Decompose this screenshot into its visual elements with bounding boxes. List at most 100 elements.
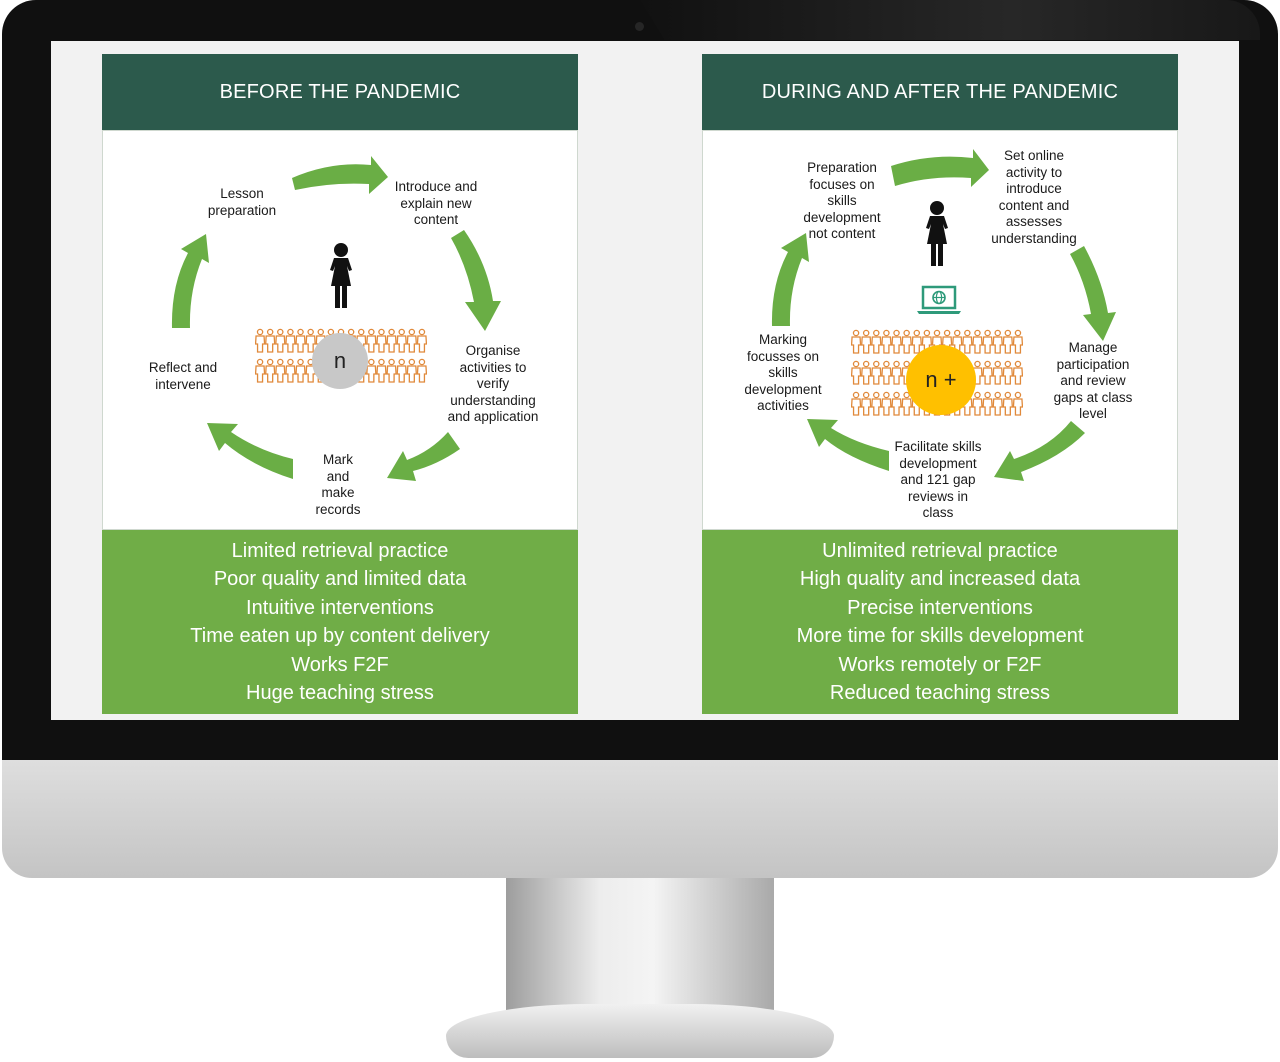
student-icon: [264, 328, 276, 353]
benefit-item: Works remotely or F2F: [838, 653, 1042, 676]
benefit-item: Works F2F: [291, 653, 389, 676]
cycle-step-mark-records: Mark and make records: [315, 452, 361, 517]
student-icon: [982, 391, 993, 416]
student-icon: [871, 329, 882, 354]
before-benefits: Limited retrieval practice Poor quality …: [102, 530, 578, 714]
cycle-arrow-icon: [807, 419, 889, 471]
benefit-item: Limited retrieval practice: [231, 539, 449, 562]
student-icon: [285, 328, 296, 353]
after-cycle-diagram: n + Preparation focuses on skills develo…: [702, 130, 1178, 530]
cycle-arrow-icon: [171, 234, 209, 328]
cycle-step-introduce-content: Introduce and explain new content: [394, 179, 478, 227]
benefit-item: High quality and increased data: [799, 568, 1081, 590]
cycle-step-reflect-intervene: Reflect and intervene: [148, 360, 218, 392]
cycle-arrow-icon: [891, 149, 989, 187]
student-icon: [871, 360, 882, 385]
after-title: DURING AND AFTER THE PANDEMIC: [702, 54, 1178, 130]
student-icon: [891, 329, 902, 354]
student-icon: [871, 391, 882, 416]
laptop-globe-icon: [917, 285, 961, 314]
student-icon: [1002, 329, 1014, 354]
student-group: [254, 327, 428, 391]
student-icon: [860, 360, 872, 385]
student-icon: [891, 360, 902, 385]
monitor-chin: [2, 760, 1278, 878]
student-icon: [972, 391, 983, 416]
benefit-item: More time for skills development: [796, 625, 1084, 647]
student-icon: [406, 358, 418, 383]
student-icon: [992, 391, 1003, 416]
student-icon: [850, 391, 862, 416]
student-icon: [406, 328, 418, 353]
student-icon: [376, 358, 387, 383]
cycle-arrow-icon: [994, 421, 1085, 481]
student-icon: [285, 358, 296, 383]
student-icon: [901, 329, 912, 354]
student-icon: [992, 360, 1003, 385]
student-icon: [881, 329, 892, 354]
before-panel: BEFORE THE PANDEMIC n Lesson preparation…: [102, 54, 578, 714]
student-icon: [386, 328, 397, 353]
student-icon: [366, 358, 377, 383]
benefit-item: Poor quality and limited data: [213, 568, 467, 590]
student-icon: [366, 328, 377, 353]
student-icon: [376, 328, 387, 353]
camera-icon: [635, 22, 644, 31]
monitor-screen: BEFORE THE PANDEMIC n Lesson preparation…: [51, 41, 1239, 720]
student-icon: [416, 358, 428, 383]
cycle-arrow-icon: [292, 156, 388, 194]
benefit-item: Precise interventions: [847, 596, 1033, 619]
student-icon: [860, 391, 872, 416]
participation-badge: n +: [906, 345, 976, 415]
student-icon: [911, 329, 922, 354]
participation-badge: n: [312, 333, 368, 389]
benefit-item: Time eaten up by content delivery: [190, 625, 490, 647]
student-icon: [254, 328, 266, 353]
student-icon: [386, 358, 397, 383]
teacher-icon: [926, 201, 948, 266]
student-icon: [972, 329, 983, 354]
student-icon: [850, 360, 862, 385]
after-panel: DURING AND AFTER THE PANDEMIC: [702, 54, 1178, 714]
cycle-arrow-icon: [387, 432, 460, 481]
student-icon: [1012, 329, 1024, 354]
student-icon: [264, 358, 276, 383]
student-icon: [850, 329, 862, 354]
cycle-step-organise-activities: Organise activities to verify understand…: [447, 343, 539, 424]
student-icon: [396, 328, 407, 353]
student-icon: [295, 358, 306, 383]
before-cycle-arrows: [171, 156, 501, 481]
student-group: [850, 328, 1024, 424]
monitor-stand-neck: [506, 878, 774, 1018]
student-icon: [982, 360, 993, 385]
student-icon: [295, 328, 306, 353]
student-icon: [891, 391, 902, 416]
student-icon: [275, 358, 286, 383]
before-cycle-diagram: n Lesson preparation Introduce and expla…: [102, 130, 578, 530]
cycle-step-set-online-activity: Set online activity to introduce content…: [991, 148, 1077, 246]
student-icon: [881, 360, 892, 385]
student-icon: [1012, 360, 1024, 385]
student-icon: [1012, 391, 1024, 416]
teacher-icon: [330, 243, 352, 308]
cycle-arrow-icon: [451, 230, 501, 331]
student-icon: [881, 391, 892, 416]
student-icon: [962, 329, 973, 354]
student-icon: [275, 328, 286, 353]
student-icon: [992, 329, 1003, 354]
cycle-arrow-icon: [771, 233, 809, 326]
student-icon: [982, 329, 993, 354]
student-icon: [416, 328, 428, 353]
cycle-step-marking-skills: Marking focusses on skills development a…: [744, 332, 822, 413]
cycle-step-preparation-skills: Preparation focuses on skills developmen…: [803, 160, 881, 241]
benefit-item: Intuitive interventions: [246, 596, 434, 619]
cycle-step-lesson-preparation: Lesson preparation: [207, 186, 277, 218]
cycle-arrow-icon: [1070, 246, 1116, 341]
monitor-stand-foot: [446, 1004, 834, 1058]
after-benefits: Unlimited retrieval practice High qualit…: [702, 530, 1178, 714]
cycle-step-manage-participation: Manage participation and review gaps at …: [1053, 340, 1133, 421]
benefit-item: Unlimited retrieval practice: [822, 539, 1058, 562]
benefit-item: Reduced teaching stress: [829, 682, 1051, 704]
monitor-bezel-highlight: [640, 0, 1260, 40]
cycle-step-facilitate-skills: Facilitate skills development and 121 ga…: [894, 439, 982, 520]
